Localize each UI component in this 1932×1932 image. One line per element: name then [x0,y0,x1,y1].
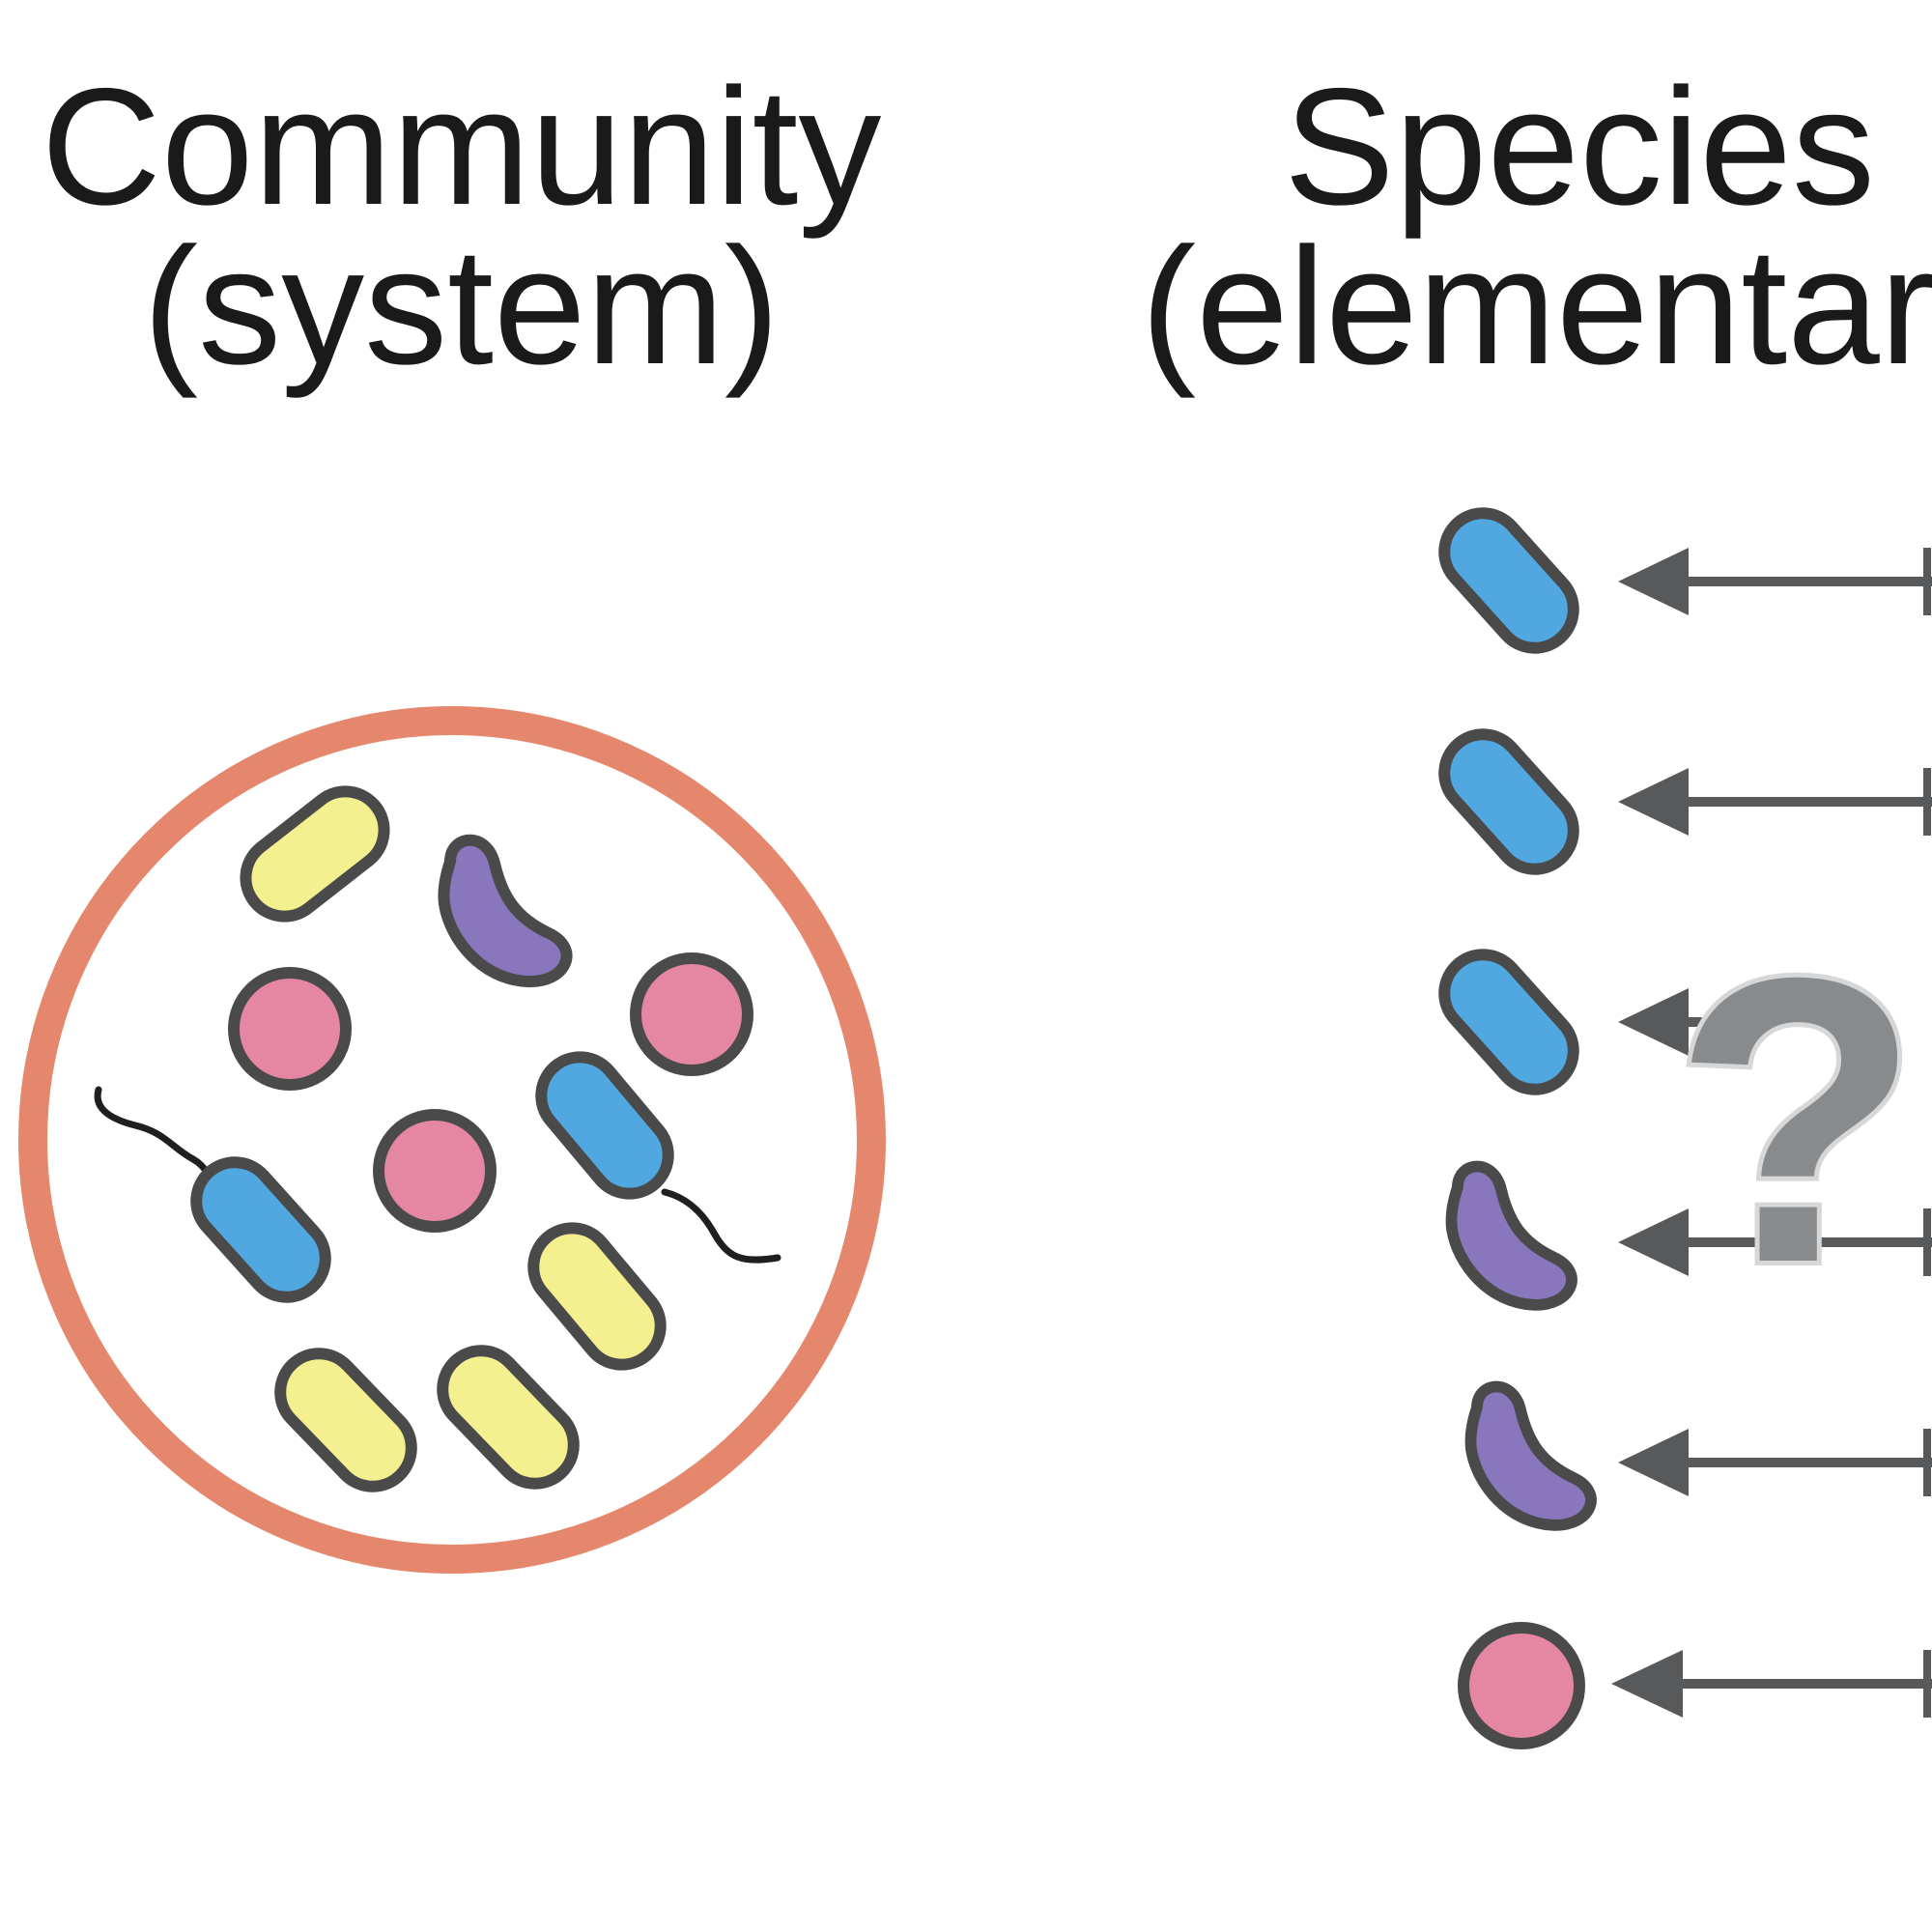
arrow-left-icon [1618,1429,1689,1496]
blue-rod-bacterium-icon [181,1147,342,1313]
species-title: Species (elementary [1038,54,1932,399]
arrow-row-2 [1618,768,1932,836]
arrow-left-icon [1618,988,1689,1056]
arrow-row-4 [1618,1208,1932,1276]
yellow-rod-bacterium-icon [427,1335,590,1500]
species-title-line2: (elementary [1140,213,1932,399]
community-title-line1: Community [41,54,882,240]
community-boundary-circle [18,706,886,1574]
community-group [18,706,886,1574]
species-column: ? [1429,497,1932,1749]
purple-curved-bacterium-icon [443,840,566,981]
species-title-line1: Species [1284,54,1875,240]
pink-coccus-bacterium-icon [630,952,753,1076]
community-title-line2: (system) [142,213,781,399]
flagellum-right [661,1188,781,1264]
arrow-left-icon [1618,1208,1689,1276]
species-blue-rod-icon [1429,497,1590,664]
species-purple-curved-icon [1451,1166,1572,1304]
arrow-left-icon [1618,768,1689,836]
arrow-left-icon [1611,1650,1683,1718]
yellow-rod-bacterium-icon [230,776,399,932]
species-blue-rod-icon [1429,719,1590,885]
community-title: Community (system) [0,54,923,399]
yellow-rod-bacterium-icon [265,1338,428,1503]
arrow-row-5 [1618,1429,1932,1496]
pink-coccus-bacterium-icon [373,1109,497,1233]
arrow-row-1 [1618,548,1932,615]
yellow-rod-bacterium-icon [518,1212,676,1380]
species-pink-coccus-icon [1458,1622,1585,1749]
arrow-left-icon [1618,548,1689,615]
question-mark-icon: ? [1673,895,1921,1348]
arrow-row-3 [1618,988,1860,1056]
species-purple-curved-icon [1470,1386,1591,1524]
flagellum-left [94,1086,224,1188]
pink-coccus-bacterium-icon [228,967,352,1091]
arrow-row-6 [1611,1650,1932,1718]
species-blue-rod-icon [1429,939,1590,1105]
